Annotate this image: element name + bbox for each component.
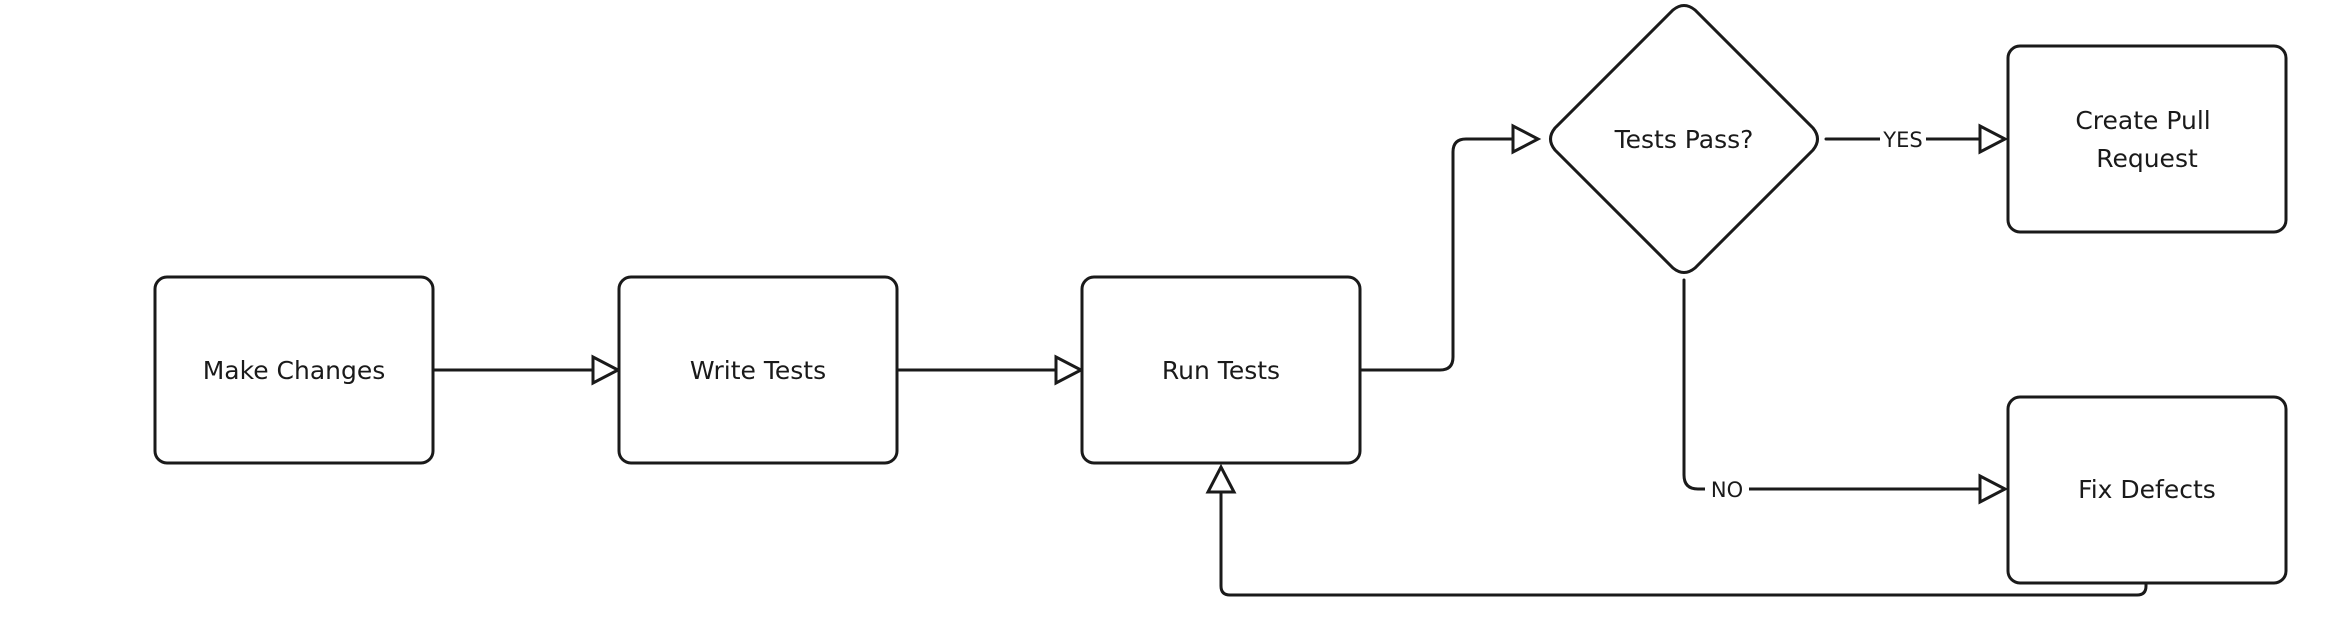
arrowhead-right [1978,473,2009,505]
node-create-pull-request[interactable]: Create Pull Request [2006,44,2288,234]
node-fix-defects[interactable]: Fix Defects [2006,395,2288,585]
arrowhead-right [591,354,622,386]
edge-fix-defects-to-run-tests [1205,463,2148,597]
edge-make-changes-to-write-tests [431,354,622,386]
node-run-tests[interactable]: Run Tests [1080,275,1362,465]
node-label: Tests Pass? [1614,125,1754,154]
node-label: Make Changes [203,356,386,385]
node-label: Write Tests [690,356,826,385]
node-label: Create Pull Request [2075,106,2218,173]
node-label: Run Tests [1162,356,1280,385]
arrowhead-up [1205,463,1237,494]
edge-decision-yes: YES [1824,123,2009,155]
edge-run-tests-to-decision [1358,123,1542,372]
node-write-tests[interactable]: Write Tests [617,275,899,465]
node-make-changes[interactable]: Make Changes [153,275,435,465]
node-decision-tests-pass[interactable]: Tests Pass? [1549,4,1819,274]
node-label-line1: Create Pull [2075,106,2210,135]
arrowhead-right [1511,123,1542,155]
node-label-line2: Request [2096,144,2198,173]
arrowhead-right [1978,123,2009,155]
edge-label-yes: YES [1882,128,1922,152]
edge-label-no: NO [1711,478,1743,502]
edge-decision-no: NO [1682,278,2009,505]
node-label: Fix Defects [2078,475,2216,504]
edge-write-tests-to-run-tests [895,354,1085,386]
arrowhead-right [1054,354,1085,386]
